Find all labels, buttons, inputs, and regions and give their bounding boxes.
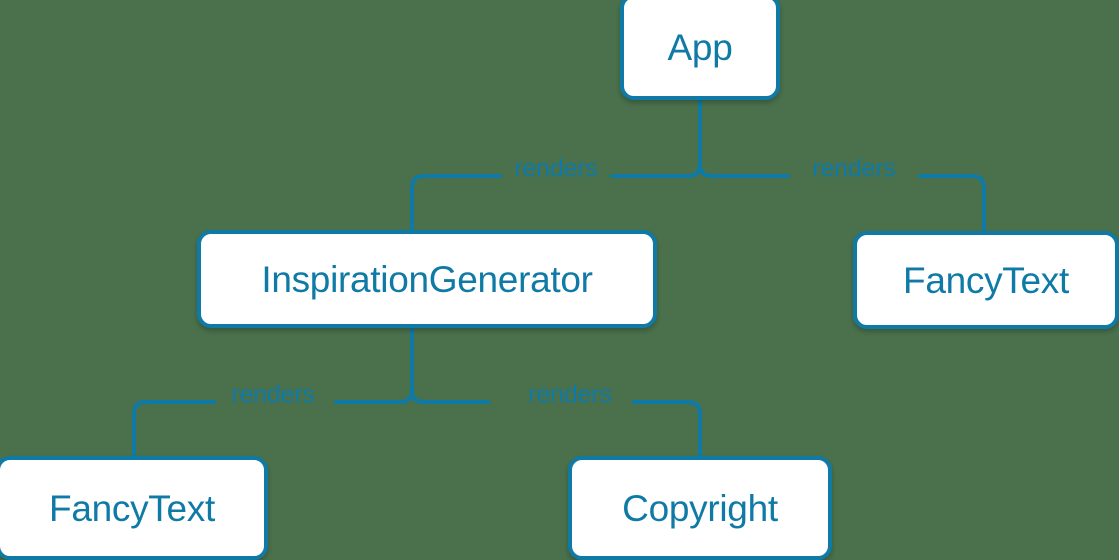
edge-label-app-to-fancytext: renders xyxy=(812,155,895,183)
edge-app-to-fancytext-line xyxy=(698,162,790,178)
edge-inspgen-to-fancytext-line xyxy=(334,388,414,404)
edge-label-app-to-inspgen: renders xyxy=(514,155,597,183)
edge-app-to-fancytext-line-2 xyxy=(918,174,986,233)
node-fancytext-right[interactable]: FancyText xyxy=(853,231,1119,329)
node-fancytext-left-label: FancyText xyxy=(49,487,215,529)
node-fancytext-left[interactable]: FancyText xyxy=(0,456,268,560)
node-copyright-label: Copyright xyxy=(622,487,778,529)
edge-inspgen-to-copyright-line xyxy=(410,388,490,404)
edge-label-inspgen-to-copyright: renders xyxy=(528,381,611,409)
edge-inspgen-to-fancytext-line-2 xyxy=(132,400,216,458)
edge-label-inspgen-to-fancytext: renders xyxy=(231,381,314,409)
edge-app-to-inspgen-line-2 xyxy=(410,174,502,232)
node-fancytext-right-label: FancyText xyxy=(903,259,1069,301)
edge-app-to-inspgen-line xyxy=(610,162,702,178)
node-copyright[interactable]: Copyright xyxy=(568,456,832,560)
node-inspiration-generator[interactable]: InspirationGenerator xyxy=(197,230,657,328)
node-app-label: App xyxy=(667,26,733,68)
node-inspiration-generator-label: InspirationGenerator xyxy=(261,258,593,300)
node-app[interactable]: App xyxy=(620,0,780,100)
edge-inspgen-to-copyright-line-2 xyxy=(632,400,702,458)
